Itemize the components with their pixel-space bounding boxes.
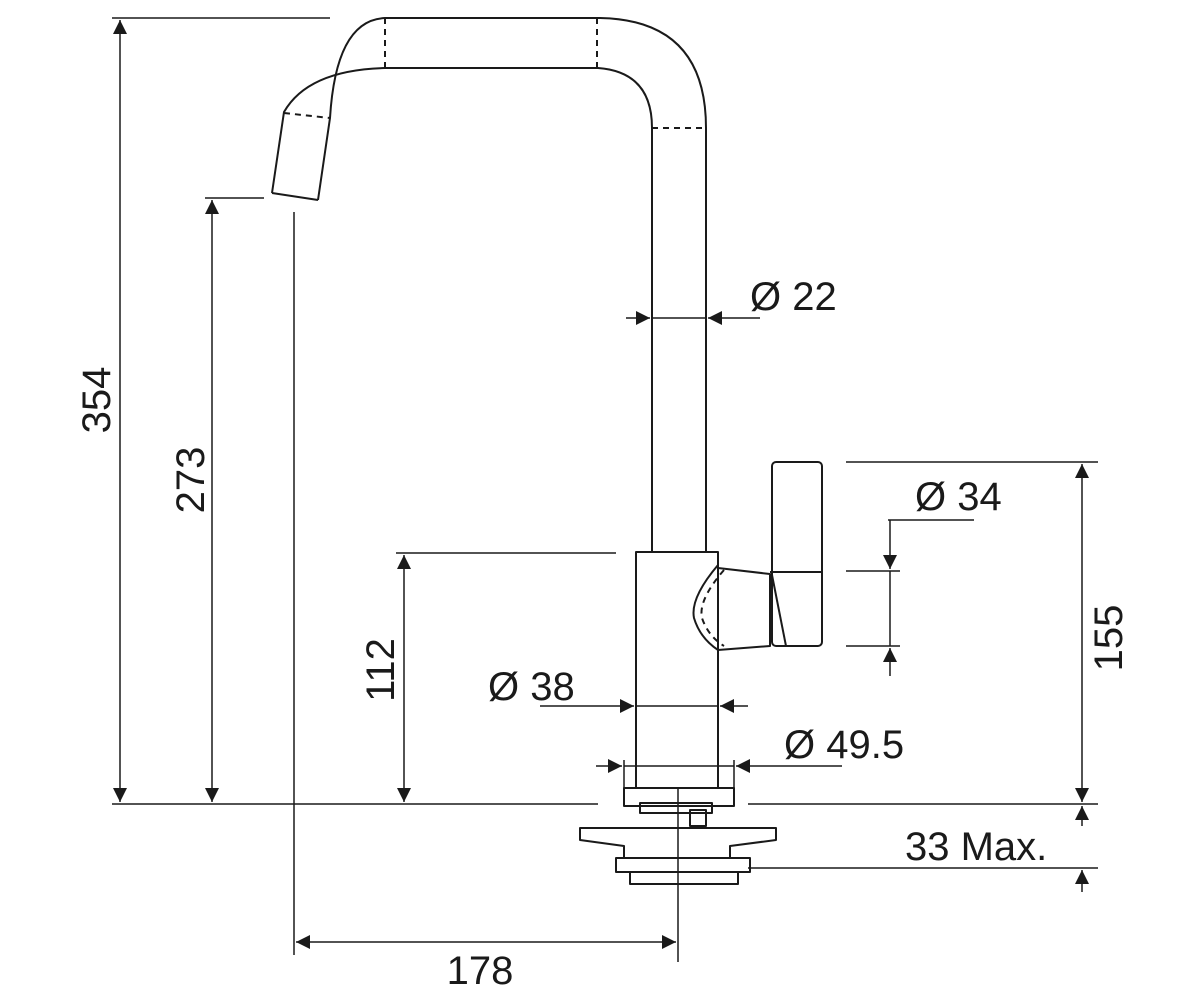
faucet-lever (717, 461, 823, 651)
mount-thickness-label: 33 Max. (905, 825, 1047, 869)
spout-height-label: 273 (169, 447, 213, 514)
spout-diameter-label: Ø 22 (750, 275, 837, 319)
faucet-body (623, 551, 735, 807)
total-height-label: 354 (75, 367, 119, 434)
spout-reach-label: 178 (447, 949, 514, 993)
mounting-hardware (579, 802, 777, 885)
extension-lines (112, 17, 1098, 962)
lever-height-label: 155 (1087, 605, 1131, 672)
body-height-label: 112 (359, 638, 403, 702)
faucet-spout (271, 17, 707, 552)
base-diameter-label: Ø 49.5 (784, 723, 904, 767)
lever-diameter-label: Ø 34 (915, 475, 1002, 519)
body-diameter-label: Ø 38 (488, 665, 575, 709)
dimension-lines (113, 20, 1089, 949)
